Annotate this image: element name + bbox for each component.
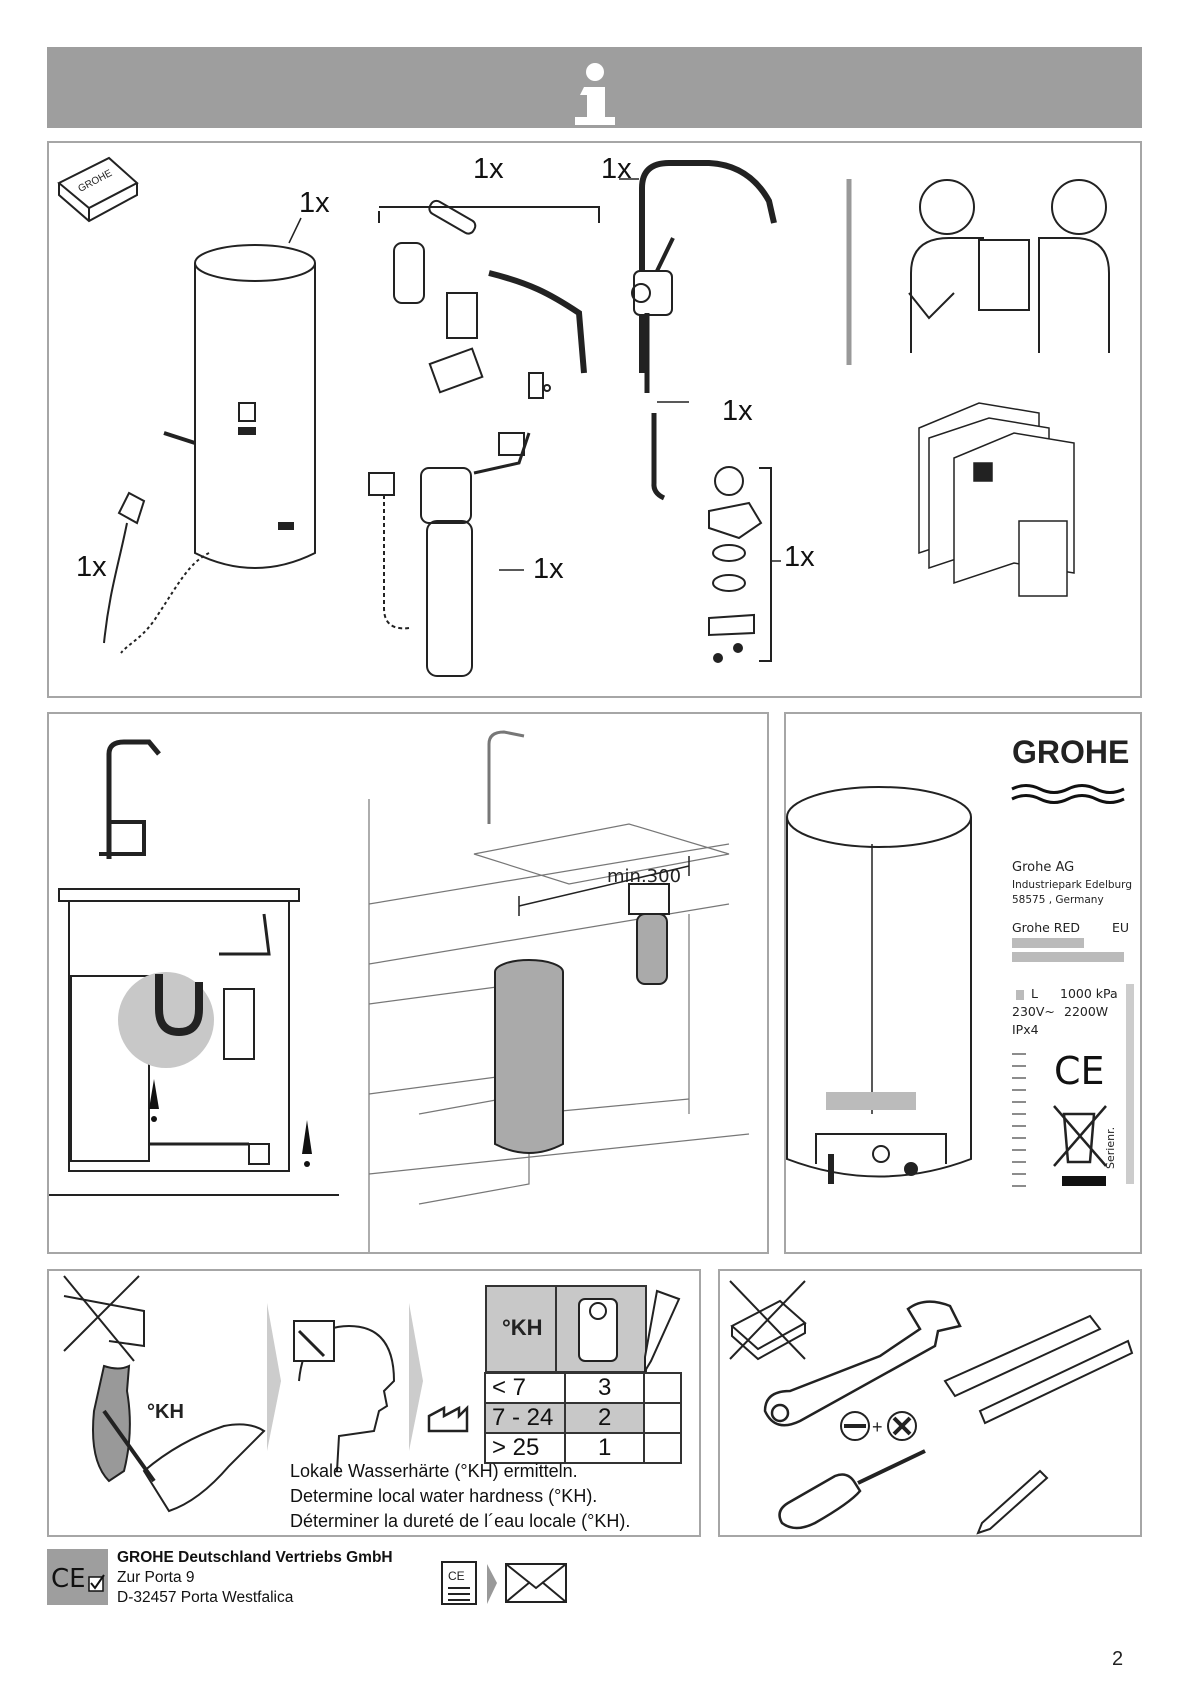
info-icon (575, 63, 615, 125)
hardness-setting: 2 (564, 1402, 645, 1434)
label-company: Grohe AG (1012, 860, 1075, 875)
seals-illustration (708, 466, 781, 663)
hardness-range: < 7 (483, 1372, 567, 1404)
brand-logo-text: GROHE (1012, 734, 1130, 770)
label-voltage: 230V~ (1012, 1004, 1055, 1019)
tools-panel: + (718, 1269, 1142, 1537)
label-ip: IPx4 (1012, 1022, 1039, 1037)
two-person-install-icon (908, 179, 1110, 353)
hardness-instruction-en: Determine local water hardness (°KH). (290, 1486, 598, 1506)
tap-water-sample-drawing (63, 1275, 266, 1513)
kh-strip-label: °KH (147, 1401, 184, 1423)
rating-plate-illustration: CE (786, 784, 1134, 1187)
min-distance-dimension (518, 856, 690, 916)
filter-illustration (368, 432, 531, 677)
screwdriver-icon (778, 1449, 926, 1530)
water-heater-illustration (103, 217, 316, 654)
footer-city: D-32457 Porta Westfalica (117, 1589, 294, 1606)
label-serial: Serienr. (1104, 1126, 1117, 1169)
label-address2: 58575 , Germany (1012, 894, 1104, 906)
installation-illustration (49, 730, 750, 1252)
wrench-icon (763, 1300, 962, 1427)
weee-bin-icon (1053, 1105, 1107, 1186)
screwdriver-type-icon: + (840, 1411, 917, 1441)
grohe-logo-waves (1011, 784, 1125, 804)
pencil-icon (644, 1289, 681, 1375)
hardness-range: > 25 (483, 1432, 567, 1464)
hardness-setting: 1 (564, 1432, 645, 1464)
head-think-icon (293, 1320, 396, 1472)
qty-fittings: 1x (473, 153, 504, 185)
installed-heater (494, 883, 670, 1154)
table-row: 7 - 24 2 (483, 1402, 683, 1434)
manuals-illustration (918, 402, 1075, 597)
qty-water-heater: 1x (299, 187, 330, 219)
qty-seals: 1x (784, 541, 815, 573)
contents-illustration: GROHE (57, 156, 1110, 677)
label-volume-unit: L (1031, 986, 1038, 1001)
table-row: > 25 1 (483, 1432, 683, 1464)
kh-table-header: °KH (502, 1315, 543, 1340)
contents-panel: GROHE (47, 141, 1142, 698)
hardness-instruction-de: Lokale Wasserhärte (°KH) ermitteln. (290, 1461, 578, 1481)
cabinet-section-drawing (49, 739, 339, 1196)
hardness-range: 7 - 24 (483, 1402, 567, 1434)
svg-text:CE: CE (448, 1569, 465, 1583)
label-address1: Industriepark Edelburg (1012, 879, 1132, 891)
grohe-box-icon: GROHE (57, 156, 139, 223)
pencil-icon (976, 1469, 1049, 1535)
label-product: Grohe RED (1012, 920, 1080, 935)
label-power: 2200W (1064, 1004, 1109, 1019)
footer-company: GROHE Deutschland Vertriebs GmbH (117, 1549, 393, 1566)
hardness-instruction-fr: Déterminer la dureté de l´eau locale (°K… (290, 1511, 631, 1531)
svg-text:CE: CE (51, 1564, 86, 1594)
ce-mark-icon: CE (1054, 1049, 1105, 1093)
water-hardness-panel: °KH °KH < 7 3 7 - 24 2 > 25 1 Lokale Was… (47, 1269, 701, 1537)
folding-ruler-icon (943, 1314, 1134, 1425)
factory-icon (427, 1404, 469, 1433)
fittings-illustration (378, 199, 600, 399)
qty-filter: 1x (533, 553, 564, 585)
page-number: 2 (1112, 1648, 1124, 1670)
installation-panel: min.300 (47, 712, 769, 1254)
faucet-illustration (619, 160, 777, 501)
label-region: EU (1112, 920, 1130, 935)
grohe-box-crossed-icon (729, 1280, 807, 1361)
hardness-setting: 3 (564, 1372, 645, 1404)
qty-cable: 1x (76, 551, 107, 583)
ce-declaration-icon: CE (47, 1549, 108, 1605)
footer-street: Zur Porta 9 (117, 1569, 195, 1586)
min-distance-label: min.300 (607, 866, 682, 887)
qty-faucet: 1x (601, 153, 632, 185)
label-pressure: 1000 kPa (1060, 986, 1118, 1001)
water-hardness-illustration (63, 1275, 681, 1513)
table-row: < 7 3 (483, 1372, 683, 1404)
declaration-mail-icon: CE (441, 1561, 567, 1605)
filter-head-icon (578, 1298, 618, 1362)
water-hardness-table: < 7 3 7 - 24 2 > 25 1 (483, 1372, 683, 1464)
tools-illustration: + (729, 1280, 1134, 1535)
rating-plate-panel: CE GROHE Grohe AG Industriepark Edelburg… (784, 712, 1142, 1254)
svg-text:CE: CE (1054, 1049, 1105, 1093)
qty-hose: 1x (722, 395, 753, 427)
svg-text:+: + (872, 1417, 883, 1437)
info-header-bar (47, 47, 1142, 128)
